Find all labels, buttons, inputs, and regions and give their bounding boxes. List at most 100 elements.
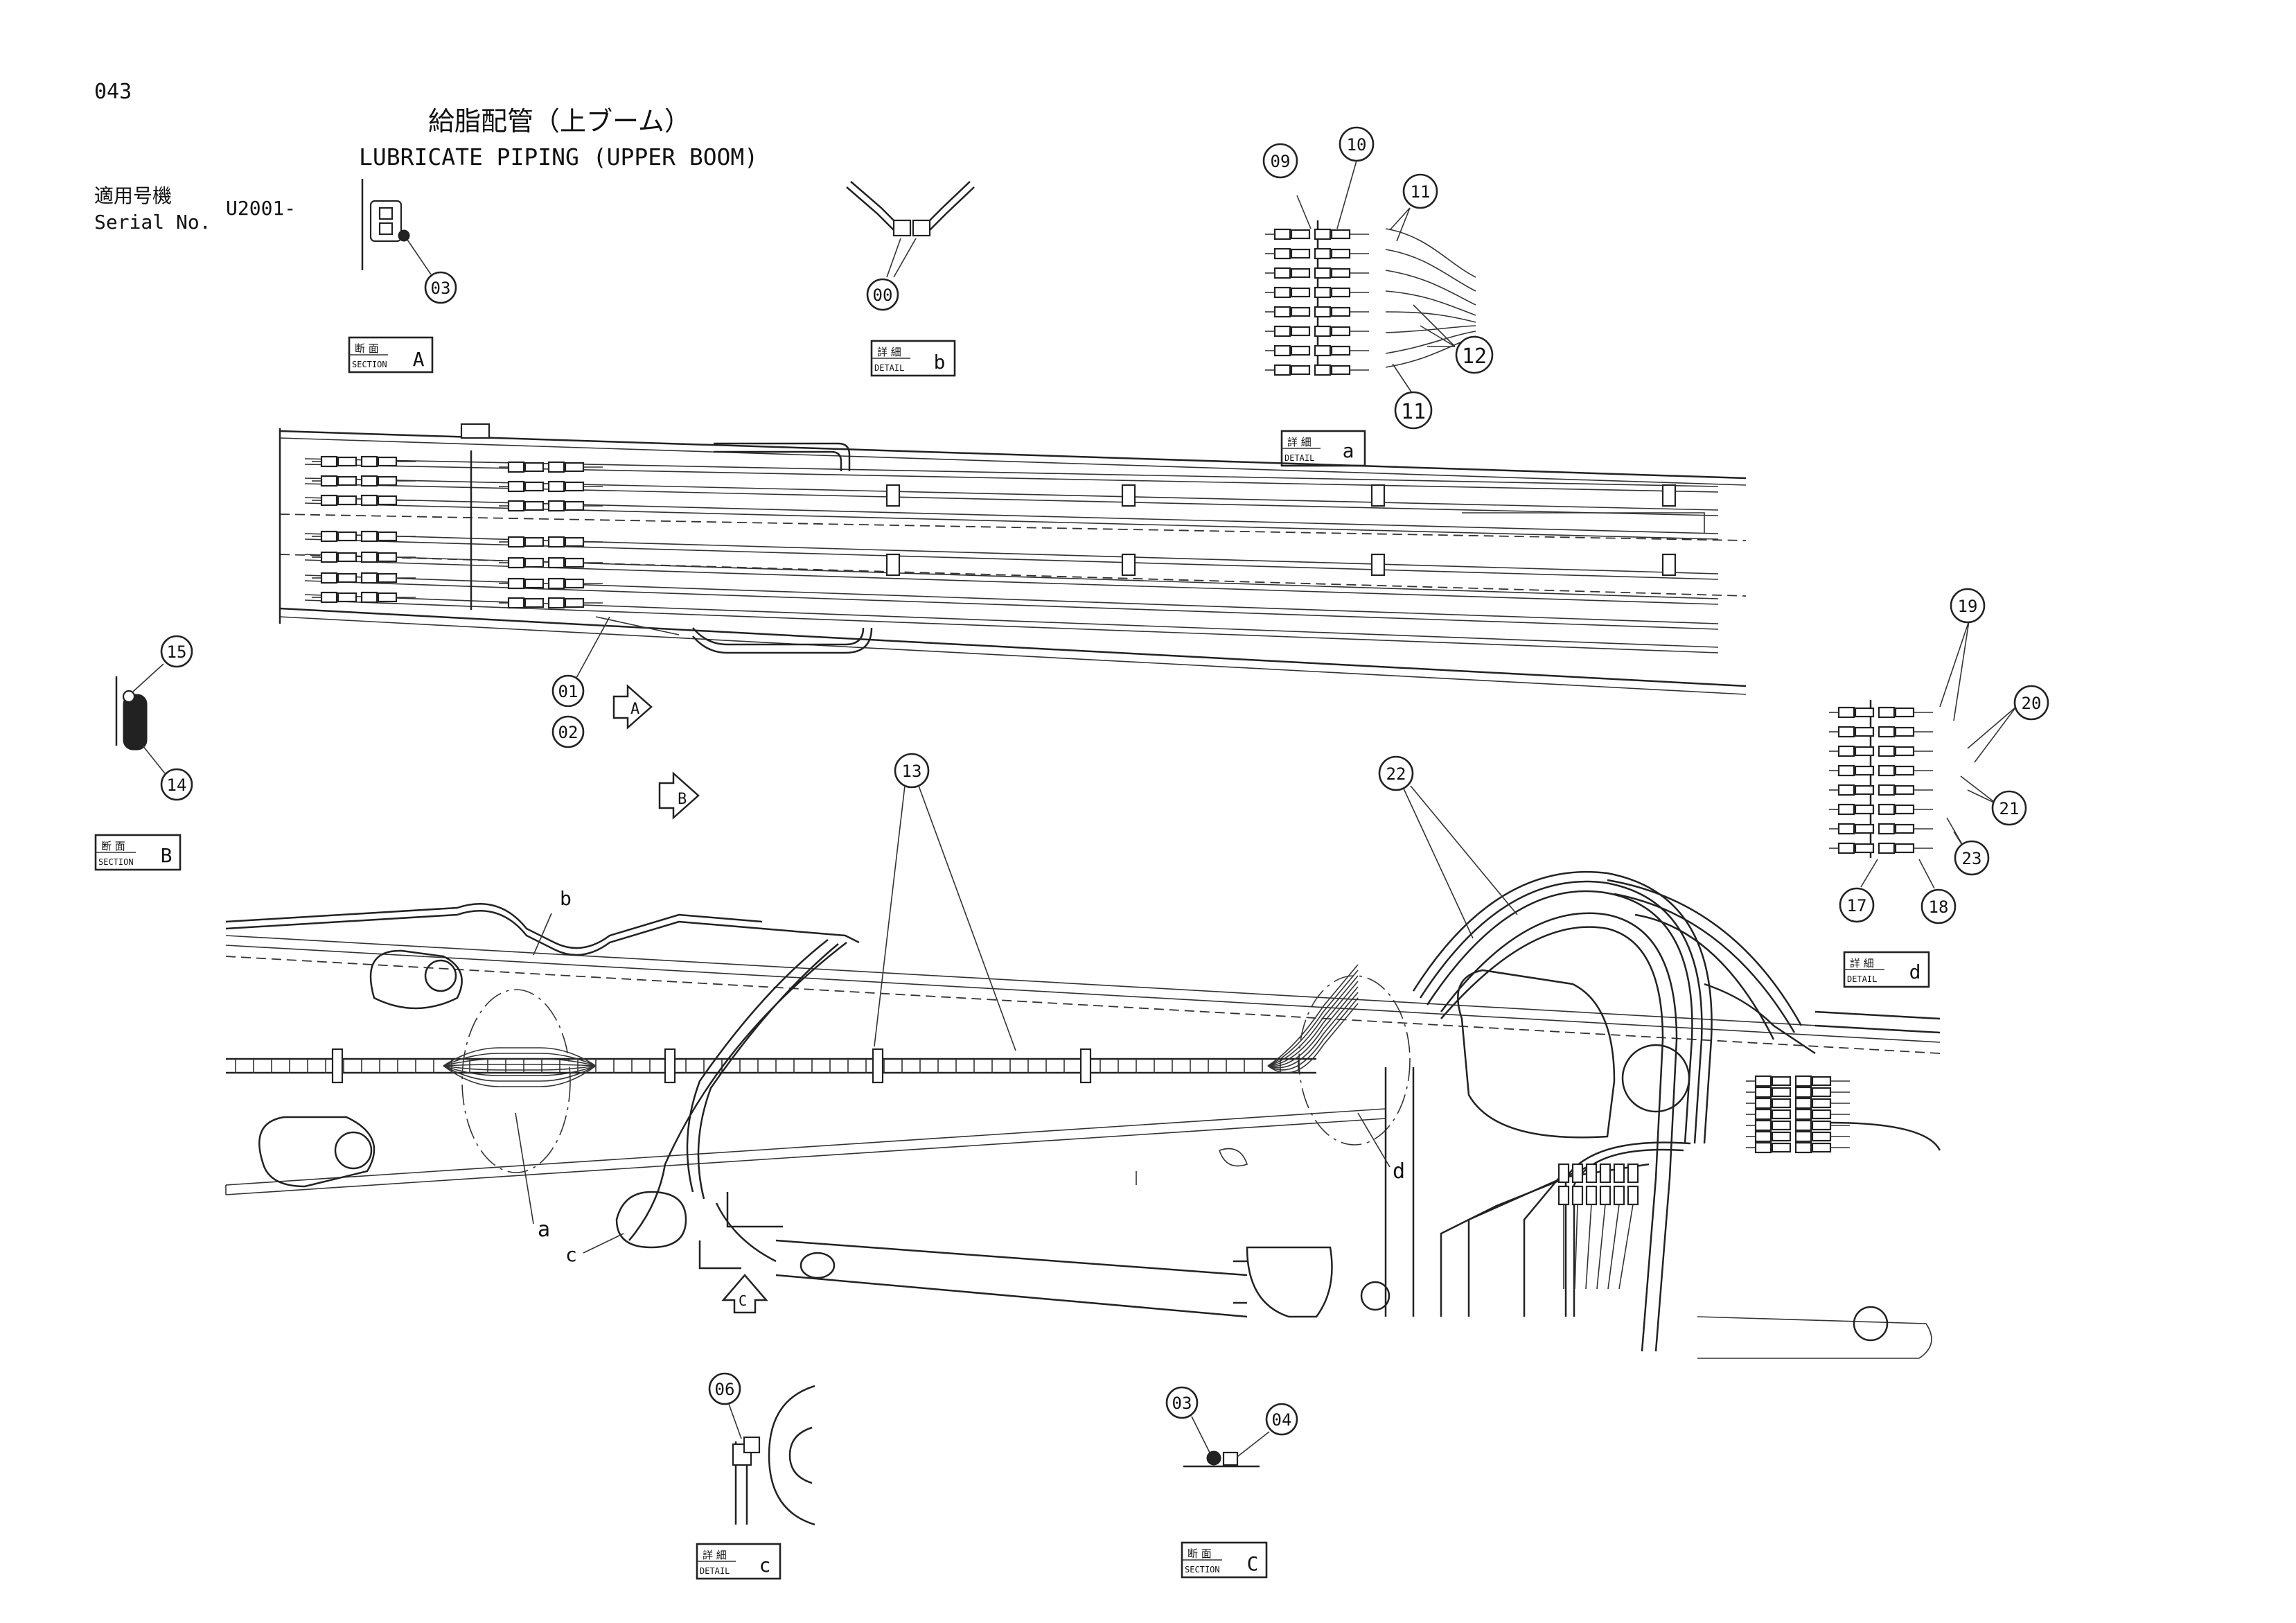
detail-ref-d: d	[1357, 1112, 1405, 1184]
cluster-lower-hose	[1574, 1204, 1578, 1290]
detail-a-fitting-row	[1265, 286, 1369, 299]
svg-text:15: 15	[167, 642, 187, 662]
upper-boom-top-view	[279, 423, 1747, 695]
harness-fanout	[443, 1064, 597, 1067]
pipe-clamp	[1661, 484, 1677, 507]
cluster-right-fitting	[1746, 1130, 1850, 1143]
boom-fitting-row	[312, 475, 416, 487]
cluster-right-fitting	[1746, 1108, 1850, 1121]
harness-clamp	[331, 1048, 344, 1084]
section-b-view	[115, 663, 166, 774]
pipe-clamp	[1370, 553, 1386, 577]
boom-fitting-row	[312, 455, 416, 468]
serial-label-japanese: 適用号機	[94, 184, 172, 207]
cluster-right-fitting	[1746, 1086, 1850, 1098]
svg-text:DETAIL: DETAIL	[700, 1566, 730, 1576]
svg-text:断 面: 断 面	[1187, 1547, 1212, 1560]
boom-fitting-row	[312, 551, 416, 563]
callout-13: 13	[874, 753, 1016, 1051]
detail-d-view	[1829, 620, 2017, 889]
pipe-clamp	[885, 553, 901, 577]
callout-15: 15	[160, 635, 193, 668]
callout-11-lower: 11	[1394, 391, 1433, 430]
cluster-lower-fitting	[1627, 1185, 1639, 1206]
svg-text:12: 12	[1462, 344, 1487, 369]
svg-text:詳 細: 詳 細	[877, 346, 901, 358]
detail-d-fitting-row	[1829, 726, 1933, 738]
svg-text:断 面: 断 面	[101, 840, 125, 852]
svg-text:DETAIL: DETAIL	[874, 363, 904, 373]
callout-11-upper: 11	[1402, 173, 1438, 209]
boom-fitting-row	[312, 530, 416, 543]
boom-fitting-row	[312, 572, 416, 584]
svg-text:B: B	[161, 844, 173, 867]
harness-fanout	[443, 1065, 597, 1071]
callout-10: 10	[1339, 126, 1375, 162]
pipe-clamp	[885, 484, 901, 507]
svg-text:10: 10	[1347, 135, 1367, 155]
cluster-lower-fitting	[1557, 1163, 1570, 1184]
serial-number: U2001-	[226, 197, 296, 220]
svg-text:14: 14	[167, 775, 187, 795]
svg-text:d: d	[1909, 960, 1921, 983]
svg-text:23: 23	[1962, 849, 1982, 868]
callout-22: 22	[1378, 755, 1518, 939]
hose-fitting-cluster-right	[1746, 1075, 1850, 1154]
svg-text:06: 06	[715, 1380, 735, 1399]
svg-text:SECTION: SECTION	[1185, 1565, 1220, 1574]
cluster-lower-fitting	[1613, 1185, 1625, 1206]
boom-side-view	[225, 935, 1941, 1359]
boom-fitting-row	[499, 577, 603, 590]
title-english: LUBRICATE PIPING (UPPER BOOM)	[359, 143, 758, 170]
svg-text:00: 00	[873, 286, 893, 305]
boom-fitting-row	[499, 500, 603, 512]
svg-text:21: 21	[1999, 799, 2020, 818]
svg-text:c: c	[565, 1243, 577, 1266]
detail-a-fitting-row	[1265, 267, 1369, 279]
detail-a-fitting-row	[1265, 247, 1369, 260]
svg-text:22: 22	[1386, 764, 1406, 784]
view-arrow-a: A	[612, 684, 653, 730]
svg-text:09: 09	[1271, 152, 1291, 171]
svg-text:C: C	[1247, 1552, 1259, 1575]
detail-a-fitting-row	[1265, 325, 1369, 337]
harness-clamp	[1079, 1048, 1092, 1084]
harness-fanout	[1267, 986, 1359, 1067]
boom-fitting-row	[499, 597, 603, 609]
svg-text:01: 01	[558, 682, 579, 701]
svg-text:11: 11	[1411, 182, 1431, 202]
cluster-lower-fitting	[1627, 1163, 1639, 1184]
detail-a-fitting-row	[1265, 228, 1369, 240]
svg-text:A: A	[630, 701, 639, 718]
page-number: 043	[94, 80, 132, 104]
detail-d-fitting-row	[1829, 842, 1933, 854]
cluster-right-fitting	[1746, 1119, 1850, 1132]
detail-ref-c: c	[565, 1233, 624, 1266]
svg-text:18: 18	[1929, 897, 1949, 917]
cluster-lower-fitting	[1585, 1185, 1598, 1206]
boom-fitting-row	[312, 494, 416, 507]
callout-18: 18	[1920, 888, 1957, 924]
cluster-lower-hose	[1607, 1204, 1620, 1290]
pipe-clamp	[1121, 484, 1136, 507]
cluster-lower-fitting	[1599, 1185, 1611, 1206]
svg-text:SECTION: SECTION	[98, 857, 134, 867]
callout-03-bottom: 03	[1165, 1386, 1199, 1419]
title-japanese: 給脂配管（上ブーム）	[428, 106, 691, 137]
section-c-view	[1183, 1416, 1270, 1468]
detail-b-tag: 詳 細 DETAIL b	[870, 340, 956, 377]
detail-a-tag: 詳 細 DETAIL a	[1280, 430, 1366, 467]
harness-fanout	[443, 1047, 597, 1067]
cluster-lower-hose	[1585, 1204, 1592, 1290]
cluster-lower-fitting	[1613, 1163, 1625, 1184]
svg-text:b: b	[560, 887, 572, 910]
detail-b-view	[846, 181, 975, 278]
grease-hose-harness	[225, 870, 1941, 1352]
detail-ref-a: a	[515, 1112, 550, 1242]
harness-fanout	[1267, 981, 1359, 1067]
callout-09: 09	[1262, 143, 1298, 179]
view-arrow-b: B	[658, 771, 700, 820]
detail-c-view	[728, 1385, 815, 1526]
pipe-clamp	[1121, 553, 1136, 577]
callout-23: 23	[1954, 840, 1990, 876]
